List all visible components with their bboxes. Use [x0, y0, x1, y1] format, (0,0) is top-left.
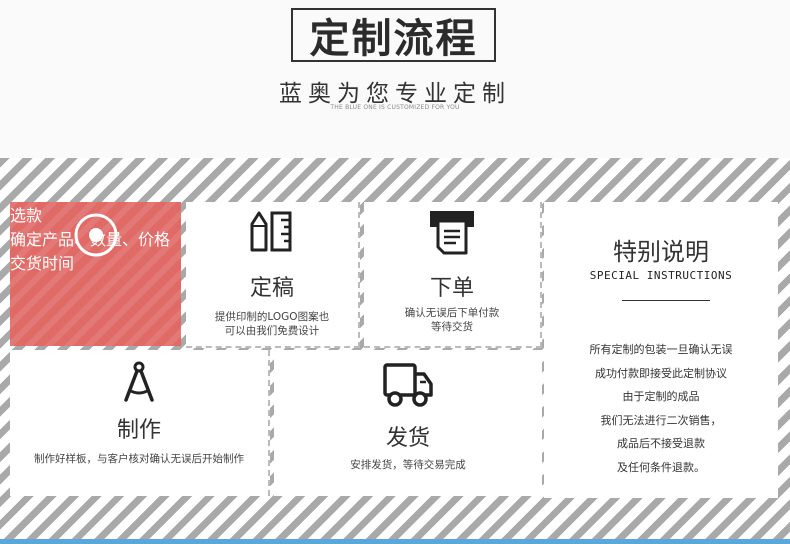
- truck-icon: [383, 363, 433, 407]
- step-draft-card[interactable]: 定稿 提供印制的LOGO图案也 可以由我们免费设计: [186, 202, 360, 348]
- special-title: 特别说明: [613, 238, 709, 266]
- special-subtitle: SPECIAL INSTRUCTIONS: [589, 269, 733, 282]
- printer-icon: [430, 211, 474, 255]
- step-ship-desc: 安排发货，等待交易完成: [350, 459, 466, 471]
- step-order-desc-1: 确认无误后下单付款: [404, 307, 500, 319]
- compass-icon: [124, 361, 154, 402]
- target-icon: [74, 213, 118, 257]
- special-line: 及任何条件退款。: [617, 460, 705, 474]
- page-tagline: THE BLUE ONE IS CUSTOMIZED FOR YOU: [330, 104, 460, 111]
- special-line: 所有定制的包装一旦确认无误: [589, 343, 733, 356]
- bottom-accent-bar: [0, 539, 790, 544]
- special-line: 成品后不接受退款: [617, 437, 705, 450]
- special-lines: 所有定制的包装一旦确认无误 成功付款即接受此定制协议 由于定制的成品 我们无法进…: [544, 338, 778, 479]
- step-order-label: 下单: [429, 276, 474, 301]
- header: 定制流程 蓝奥为您专业定制 THE BLUE ONE IS CUSTOMIZED…: [0, 0, 790, 158]
- step-ship-label: 发货: [385, 426, 430, 451]
- page-subtitle: 蓝奥为您专业定制: [279, 81, 511, 107]
- step-ship-card[interactable]: 发货 安排发货，等待交易完成: [274, 350, 542, 496]
- step-order-card[interactable]: 下单 确认无误后下单付款 等待交货: [364, 202, 542, 348]
- special-divider: [622, 300, 710, 301]
- step-make-card[interactable]: 制作 制作好样板，与客户核对确认无误后开始制作: [10, 350, 270, 496]
- special-line: 由于定制的成品: [622, 390, 700, 403]
- step-select-card[interactable]: 选款 确定产品、数量、价格 交货时间: [10, 202, 181, 346]
- page-title: 定制流程: [309, 16, 478, 62]
- step-draft-desc-1: 提供印制的LOGO图案也: [214, 311, 330, 323]
- step-draft-desc-2: 可以由我们免费设计: [224, 325, 320, 337]
- special-instructions-card: 特别说明 SPECIAL INSTRUCTIONS 所有定制的包装一旦确认无误 …: [544, 202, 778, 498]
- special-line: 我们无法进行二次销售，: [600, 413, 722, 427]
- pencil-ruler-icon: [250, 211, 292, 252]
- step-make-desc: 制作好样板，与客户核对确认无误后开始制作: [34, 453, 244, 465]
- step-make-label: 制作: [116, 418, 161, 443]
- step-order-desc-2: 等待交货: [431, 321, 473, 333]
- special-line: 成功付款即接受此定制协议: [595, 366, 727, 380]
- step-draft-label: 定稿: [249, 276, 294, 301]
- title-box: 定制流程: [291, 8, 496, 62]
